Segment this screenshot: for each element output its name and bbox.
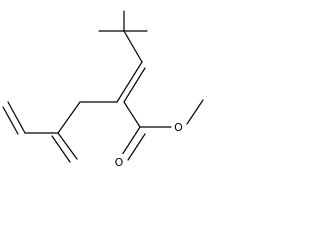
bond-alkene-to-carbonyl xyxy=(123,101,141,128)
bond-ester-o-to-methyl xyxy=(186,99,204,125)
carbonyl-oxygen-label: O xyxy=(115,156,124,169)
ester-oxygen-background xyxy=(172,119,185,135)
bond-carbonyl-double-inner xyxy=(127,133,146,161)
bond-terminal-vinyl-2 xyxy=(2,106,19,135)
structure-diagram: O O xyxy=(2,10,204,170)
carbonyl-oxygen-background xyxy=(113,154,125,170)
bond-alkene-second xyxy=(123,67,146,103)
bond-alkene-main xyxy=(116,61,143,103)
bond-exo-methylene-1 xyxy=(57,132,78,160)
bond-exo-methylene-2 xyxy=(51,135,71,163)
bond-terminal-vinyl-1 xyxy=(7,101,26,134)
bond-carbonyl-double-outer xyxy=(121,126,141,156)
ester-oxygen-label: O xyxy=(174,121,183,134)
bond-tbu-ch xyxy=(123,30,143,63)
bond-ch2-to-diene-c xyxy=(57,101,81,134)
